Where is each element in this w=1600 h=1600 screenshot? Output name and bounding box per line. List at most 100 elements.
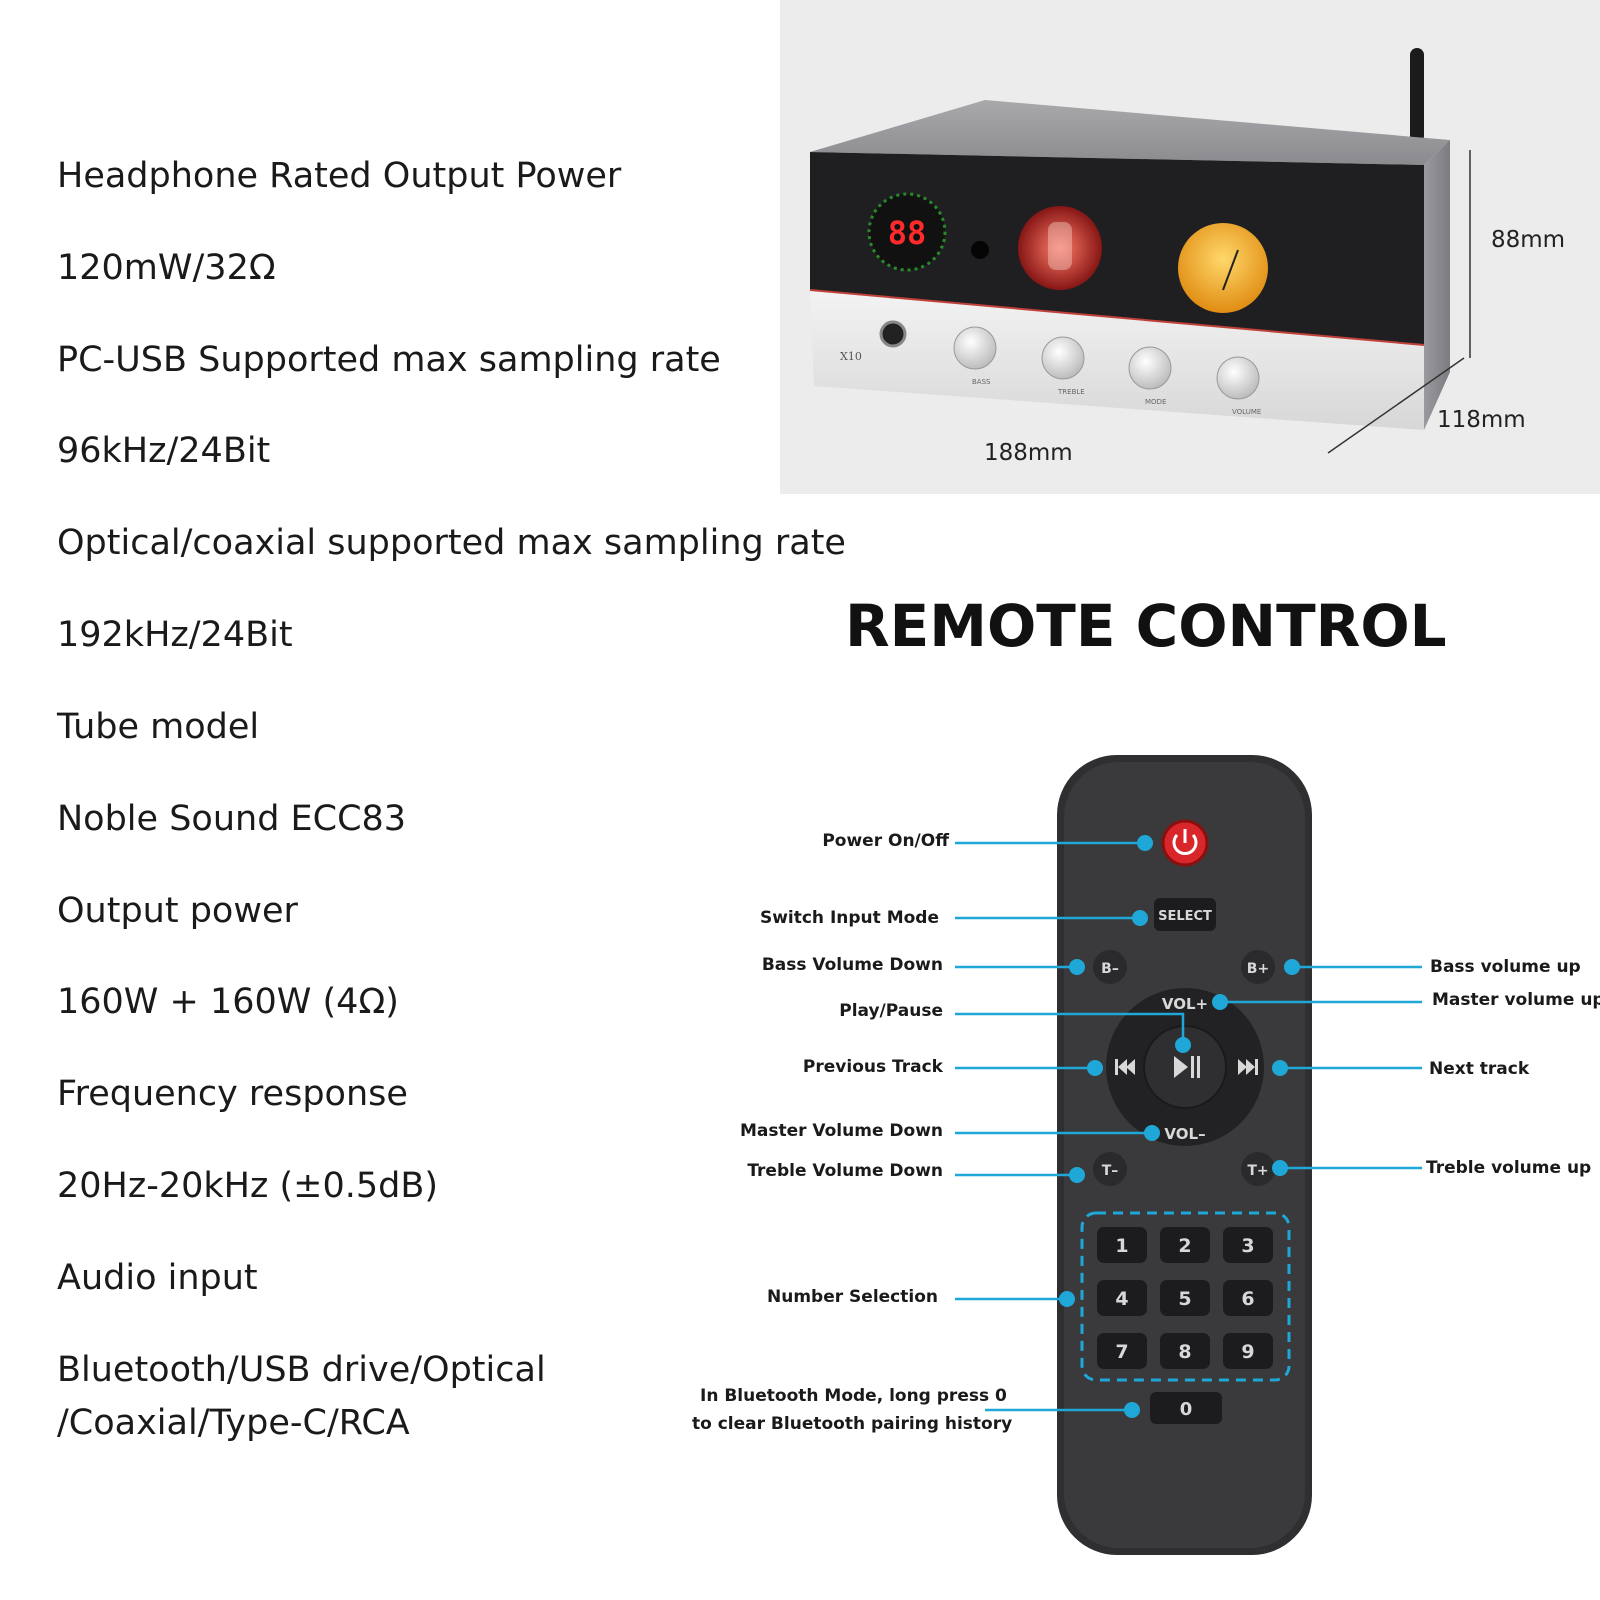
- vol-plus-label: VOL+: [1162, 995, 1208, 1013]
- number-button-9[interactable]: [1223, 1333, 1273, 1369]
- treble-plus-button[interactable]: [1241, 1152, 1275, 1186]
- label-bass-down: Bass Volume Down: [761, 955, 943, 975]
- number-button-3[interactable]: [1223, 1227, 1273, 1263]
- label-bass-up: Bass volume up: [1430, 957, 1581, 977]
- select-button-label: SELECT: [1158, 909, 1212, 924]
- knob-label-volume: VOLUME: [1232, 408, 1261, 416]
- knob-label-mode: MODE: [1145, 398, 1166, 406]
- select-button[interactable]: [1154, 898, 1216, 931]
- label-bluetooth-line1: In Bluetooth Mode, long press 0: [700, 1386, 1007, 1406]
- number-button-2[interactable]: [1160, 1227, 1210, 1263]
- vol-minus-button[interactable]: [1160, 1122, 1210, 1146]
- headphone-jack: [879, 320, 907, 348]
- spec-value: /Coaxial/Type-C/RCA: [57, 1403, 410, 1443]
- spec-value: 160W + 160W (4Ω): [57, 982, 399, 1022]
- treble-minus-button[interactable]: [1093, 1152, 1127, 1186]
- treble-knob: [1041, 336, 1085, 380]
- spec-value: Bluetooth/USB drive/Optical: [57, 1350, 546, 1390]
- number-button-label: 8: [1178, 1341, 1191, 1363]
- vu-meter: [1178, 223, 1268, 313]
- bass-plus-label: B+: [1247, 961, 1269, 977]
- number-button-8[interactable]: [1160, 1333, 1210, 1369]
- spec-label: Audio input: [57, 1258, 258, 1298]
- number-button-7[interactable]: [1097, 1333, 1147, 1369]
- spec-label: Tube model: [57, 707, 260, 747]
- number-button-1[interactable]: [1097, 1227, 1147, 1263]
- number-button-6[interactable]: [1223, 1280, 1273, 1316]
- dimension-height: 88mm: [1491, 227, 1566, 253]
- label-next-track: Next track: [1429, 1059, 1530, 1079]
- treble-plus-label: T+: [1247, 1163, 1268, 1179]
- vol-plus-button[interactable]: [1160, 992, 1210, 1016]
- play-pause-icon: [1174, 1056, 1200, 1078]
- number-button-5[interactable]: [1160, 1280, 1210, 1316]
- spec-label: Headphone Rated Output Power: [57, 156, 622, 196]
- model-mark: X10: [840, 350, 862, 363]
- antenna-shape: [1410, 48, 1424, 143]
- ir-sensor: [971, 241, 989, 259]
- product-photo: 88 X10 BASS TREBLE MODE VOLUME 88mm 118m…: [780, 0, 1600, 494]
- spec-value: 96kHz/24Bit: [57, 431, 271, 471]
- led-digits: 88: [888, 214, 927, 252]
- number-pad: 1 2 3 4 5 6 7 8 9: [1097, 1227, 1273, 1369]
- knob-label-treble: TREBLE: [1057, 388, 1085, 396]
- volume-knob: [1216, 356, 1260, 400]
- label-master-up: Master volume up: [1432, 990, 1600, 1010]
- spec-label: Frequency response: [57, 1074, 408, 1114]
- spec-label: Output power: [57, 891, 298, 931]
- knob-label-bass: BASS: [972, 378, 991, 386]
- label-play-pause: Play/Pause: [839, 1001, 943, 1021]
- spec-value: Noble Sound ECC83: [57, 799, 407, 839]
- depth-dimension-line: [1327, 357, 1465, 454]
- spec-value: 20Hz-20kHz (±0.5dB): [57, 1166, 439, 1206]
- number-button-label: 2: [1178, 1235, 1191, 1257]
- bass-minus-label: B–: [1101, 961, 1119, 977]
- number-button-label: 1: [1115, 1235, 1128, 1257]
- bass-minus-button[interactable]: [1093, 950, 1127, 984]
- callout-lines: [955, 841, 1422, 1412]
- number-button-label: 7: [1115, 1341, 1128, 1363]
- dimension-width: 188mm: [984, 440, 1073, 466]
- vol-minus-label: VOL–: [1164, 1125, 1205, 1143]
- number-button-label: 5: [1178, 1288, 1191, 1310]
- amplifier-illustration: 88 X10 BASS TREBLE MODE VOLUME: [809, 48, 1471, 454]
- power-icon: [1172, 833, 1198, 855]
- previous-button[interactable]: [1106, 1050, 1142, 1084]
- label-bluetooth-line2: to clear Bluetooth pairing history: [692, 1414, 1013, 1434]
- label-previous-track: Previous Track: [802, 1057, 943, 1077]
- number-pad-outline: [1080, 1211, 1291, 1382]
- label-master-down: Master Volume Down: [739, 1121, 943, 1141]
- spec-label: PC-USB Supported max sampling rate: [57, 340, 721, 380]
- number-button-label: 6: [1241, 1288, 1254, 1310]
- case-side: [1424, 140, 1450, 430]
- callout-dots: [1059, 835, 1300, 1418]
- dimension-depth: 118mm: [1437, 407, 1526, 433]
- previous-icon: [1115, 1059, 1135, 1075]
- led-display: [867, 192, 947, 272]
- label-switch-input: Switch Input Mode: [759, 908, 939, 928]
- label-power: Power On/Off: [822, 831, 949, 851]
- case-top: [810, 100, 1450, 165]
- spec-value: 192kHz/24Bit: [57, 615, 293, 655]
- tube-window: [1018, 206, 1102, 290]
- next-icon: [1238, 1059, 1258, 1075]
- label-treble-down: Treble Volume Down: [747, 1161, 943, 1181]
- bass-knob: [953, 326, 997, 370]
- front-panel: [810, 152, 1424, 345]
- treble-minus-label: T–: [1102, 1163, 1119, 1179]
- number-button-label: 3: [1241, 1235, 1254, 1257]
- mode-knob: [1128, 346, 1172, 390]
- bass-plus-button[interactable]: [1241, 950, 1275, 984]
- next-button[interactable]: [1230, 1050, 1266, 1084]
- number-button-label: 4: [1115, 1288, 1128, 1310]
- number-button-4[interactable]: [1097, 1280, 1147, 1316]
- spec-value: 120mW/32Ω: [57, 248, 276, 288]
- label-treble-up: Treble volume up: [1426, 1158, 1592, 1178]
- zero-button-label: 0: [1180, 1399, 1193, 1420]
- number-button-label: 9: [1241, 1341, 1254, 1363]
- spec-label: Optical/coaxial supported max sampling r…: [57, 523, 846, 563]
- front-lower-panel: [810, 290, 1424, 430]
- label-number-selection: Number Selection: [767, 1287, 938, 1307]
- zero-button[interactable]: [1150, 1392, 1222, 1424]
